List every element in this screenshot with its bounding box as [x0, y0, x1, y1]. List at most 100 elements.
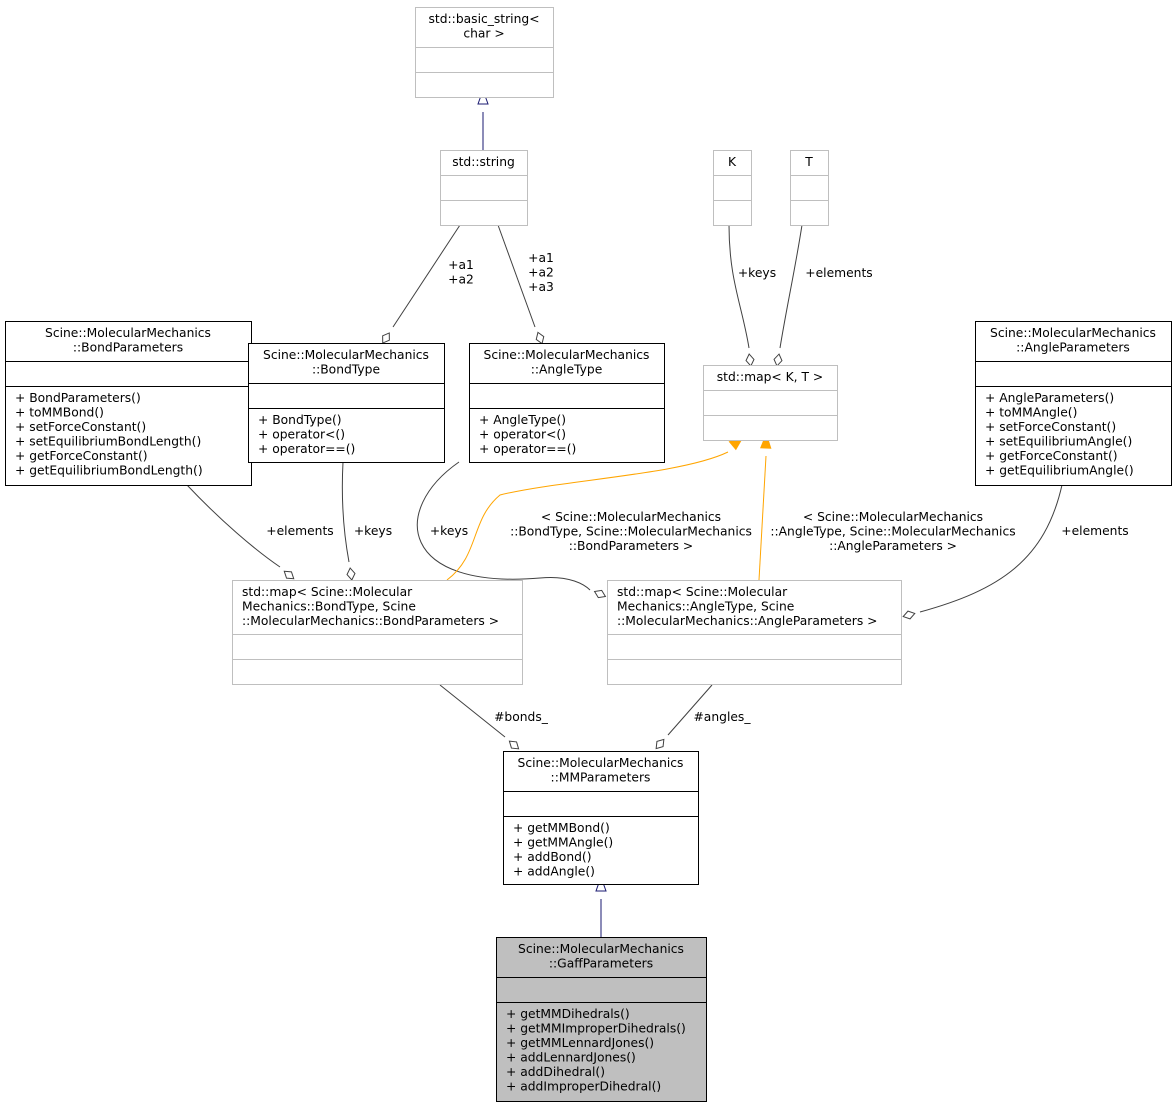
class-title-line: ::MolecularMechanics::BondParameters > — [242, 614, 499, 628]
method-item: + getMMDihedrals() — [506, 1007, 630, 1021]
edge-label-bondmap-template: < Scine::MolecularMechanics — [541, 510, 721, 524]
method-item: + getForceConstant() — [15, 449, 148, 463]
aggregation-diamond-icon — [773, 353, 783, 367]
method-item: + getForceConstant() — [985, 449, 1118, 463]
class-box-map-kt[interactable]: std::map< K, T > — [703, 365, 838, 441]
method-item: + getMMLennardJones() — [506, 1036, 654, 1050]
edge-label-string-bondtype: +a1 — [448, 258, 474, 272]
edge-angleparams-anglemap — [902, 484, 1063, 620]
method-item: + operator<() — [479, 428, 566, 442]
class-title-line: ::MMParameters — [551, 771, 651, 785]
edge-label-bondtype-bondmap: +keys — [354, 524, 392, 538]
aggregation-diamond-icon — [508, 740, 520, 750]
class-title-line: std::map< K, T > — [717, 370, 823, 384]
aggregation-diamond-icon — [593, 589, 607, 599]
method-item: + AngleParameters() — [985, 391, 1114, 405]
class-box-angle-params[interactable]: Scine::MolecularMechanics::AngleParamete… — [975, 321, 1172, 486]
class-title-line: ::GaffParameters — [549, 957, 653, 971]
method-item: + addBond() — [513, 850, 592, 864]
class-title-line: Scine::MolecularMechanics — [484, 348, 650, 362]
edge-anglemap-mm — [655, 684, 713, 750]
edge-angletype-anglemap — [416, 461, 607, 599]
edge-bondmap-mm — [439, 684, 520, 750]
method-item: + addAngle() — [513, 865, 595, 879]
class-title-line: ::BondType — [312, 363, 380, 377]
class-title-line: ::AngleParameters — [1016, 341, 1130, 355]
method-item: + setForceConstant() — [15, 420, 146, 434]
class-title-line: ::AngleType — [531, 363, 603, 377]
method-item: + toMMAngle() — [985, 406, 1077, 420]
class-box-bond-map[interactable]: std::map< Scine::MolecularMechanics::Bon… — [232, 580, 523, 685]
class-title-line: T — [804, 155, 813, 169]
edge-label-anglemap-mm: #angles_ — [694, 710, 752, 724]
method-item: + operator<() — [258, 428, 345, 442]
edge-label-anglemap-template: ::AngleParameters > — [829, 539, 957, 553]
method-item: + operator==() — [258, 442, 355, 456]
edge-label-string-angletype: +a2 — [528, 266, 554, 280]
method-item: + operator==() — [479, 442, 576, 456]
method-item: + setForceConstant() — [985, 420, 1116, 434]
edge-basic-string-string — [477, 88, 489, 150]
aggregation-diamond-icon — [655, 738, 665, 750]
class-box-bond-type[interactable]: Scine::MolecularMechanics::BondType+ Bon… — [248, 343, 445, 463]
edge-label-string-bondtype: +a2 — [448, 273, 474, 287]
class-box-mm-params[interactable]: Scine::MolecularMechanics::MMParameters+… — [503, 751, 699, 885]
edge-label-bondmap-template: ::BondParameters > — [569, 539, 693, 553]
method-item: + AngleType() — [479, 413, 566, 427]
method-item: + getMMImproperDihedrals() — [506, 1022, 686, 1036]
method-item: + setEquilibriumAngle() — [985, 435, 1132, 449]
edge-label-t-map: +elements — [805, 266, 872, 280]
class-title-line: char > — [463, 27, 504, 41]
class-title-line: ::BondParameters — [73, 341, 183, 355]
class-title-line: Mechanics::BondType, Scine — [242, 600, 416, 614]
class-box-t[interactable]: T — [790, 150, 829, 226]
method-item: + toMMBond() — [15, 406, 104, 420]
class-title-line: std::map< Scine::Molecular — [242, 585, 413, 599]
method-item: + getEquilibriumBondLength() — [15, 464, 203, 478]
aggregation-diamond-icon — [283, 570, 295, 580]
class-box-basic-string[interactable]: std::basic_string<char > — [415, 7, 554, 98]
method-item: + addLennardJones() — [506, 1051, 636, 1065]
edge-label-anglemap-template: < Scine::MolecularMechanics — [803, 510, 983, 524]
class-title-line: Scine::MolecularMechanics — [518, 756, 684, 770]
class-title-line: K — [728, 155, 737, 169]
aggregation-diamond-icon — [535, 331, 545, 345]
edge-anglemap-template — [758, 432, 772, 581]
method-item: + addDihedral() — [506, 1065, 605, 1079]
class-title-line: std::basic_string< — [429, 12, 540, 26]
method-item: + addImproperDihedral() — [506, 1080, 661, 1094]
aggregation-diamond-icon — [346, 567, 356, 581]
class-title-line: Scine::MolecularMechanics — [990, 326, 1156, 340]
class-title-line: Scine::MolecularMechanics — [263, 348, 429, 362]
edge-bondtype-bondmap — [341, 461, 356, 581]
method-item: + setEquilibriumBondLength() — [15, 435, 201, 449]
edge-label-angleparams-anglemap: +elements — [1061, 524, 1128, 538]
edge-label-angletype-anglemap: +keys — [430, 524, 468, 538]
class-title-line: Mechanics::AngleType, Scine — [617, 600, 794, 614]
edge-label-anglemap-template: ::AngleType, Scine::MolecularMechanics — [770, 525, 1015, 539]
aggregation-diamond-icon — [745, 353, 755, 367]
method-item: + BondParameters() — [15, 391, 141, 405]
edge-bondparams-bondmap — [186, 484, 295, 580]
class-title-line: std::map< Scine::Molecular — [617, 585, 788, 599]
class-box-bond-params[interactable]: Scine::MolecularMechanics::BondParameter… — [5, 321, 252, 486]
method-item: + BondType() — [258, 413, 342, 427]
class-box-string[interactable]: std::string — [440, 150, 528, 226]
aggregation-diamond-icon — [902, 610, 916, 620]
class-box-angle-type[interactable]: Scine::MolecularMechanics::AngleType+ An… — [469, 343, 665, 463]
class-box-angle-map[interactable]: std::map< Scine::MolecularMechanics::Ang… — [607, 580, 902, 685]
edge-label-bondmap-mm: #bonds_ — [494, 710, 549, 724]
edge-label-string-angletype: +a3 — [528, 280, 554, 294]
edge-mm-gaff — [595, 875, 607, 937]
edge-k-map — [728, 224, 755, 367]
method-item: + getMMBond() — [513, 821, 610, 835]
class-title-line: Scine::MolecularMechanics — [518, 942, 684, 956]
edge-label-k-map: +keys — [738, 266, 776, 280]
class-title-line: Scine::MolecularMechanics — [45, 326, 211, 340]
class-box-gaff-params[interactable]: Scine::MolecularMechanics::GaffParameter… — [496, 937, 707, 1102]
method-item: + getEquilibriumAngle() — [985, 464, 1134, 478]
edge-t-map — [773, 224, 803, 367]
edge-label-bondmap-template: ::BondType, Scine::MolecularMechanics — [510, 525, 752, 539]
class-box-k[interactable]: K — [713, 150, 752, 226]
